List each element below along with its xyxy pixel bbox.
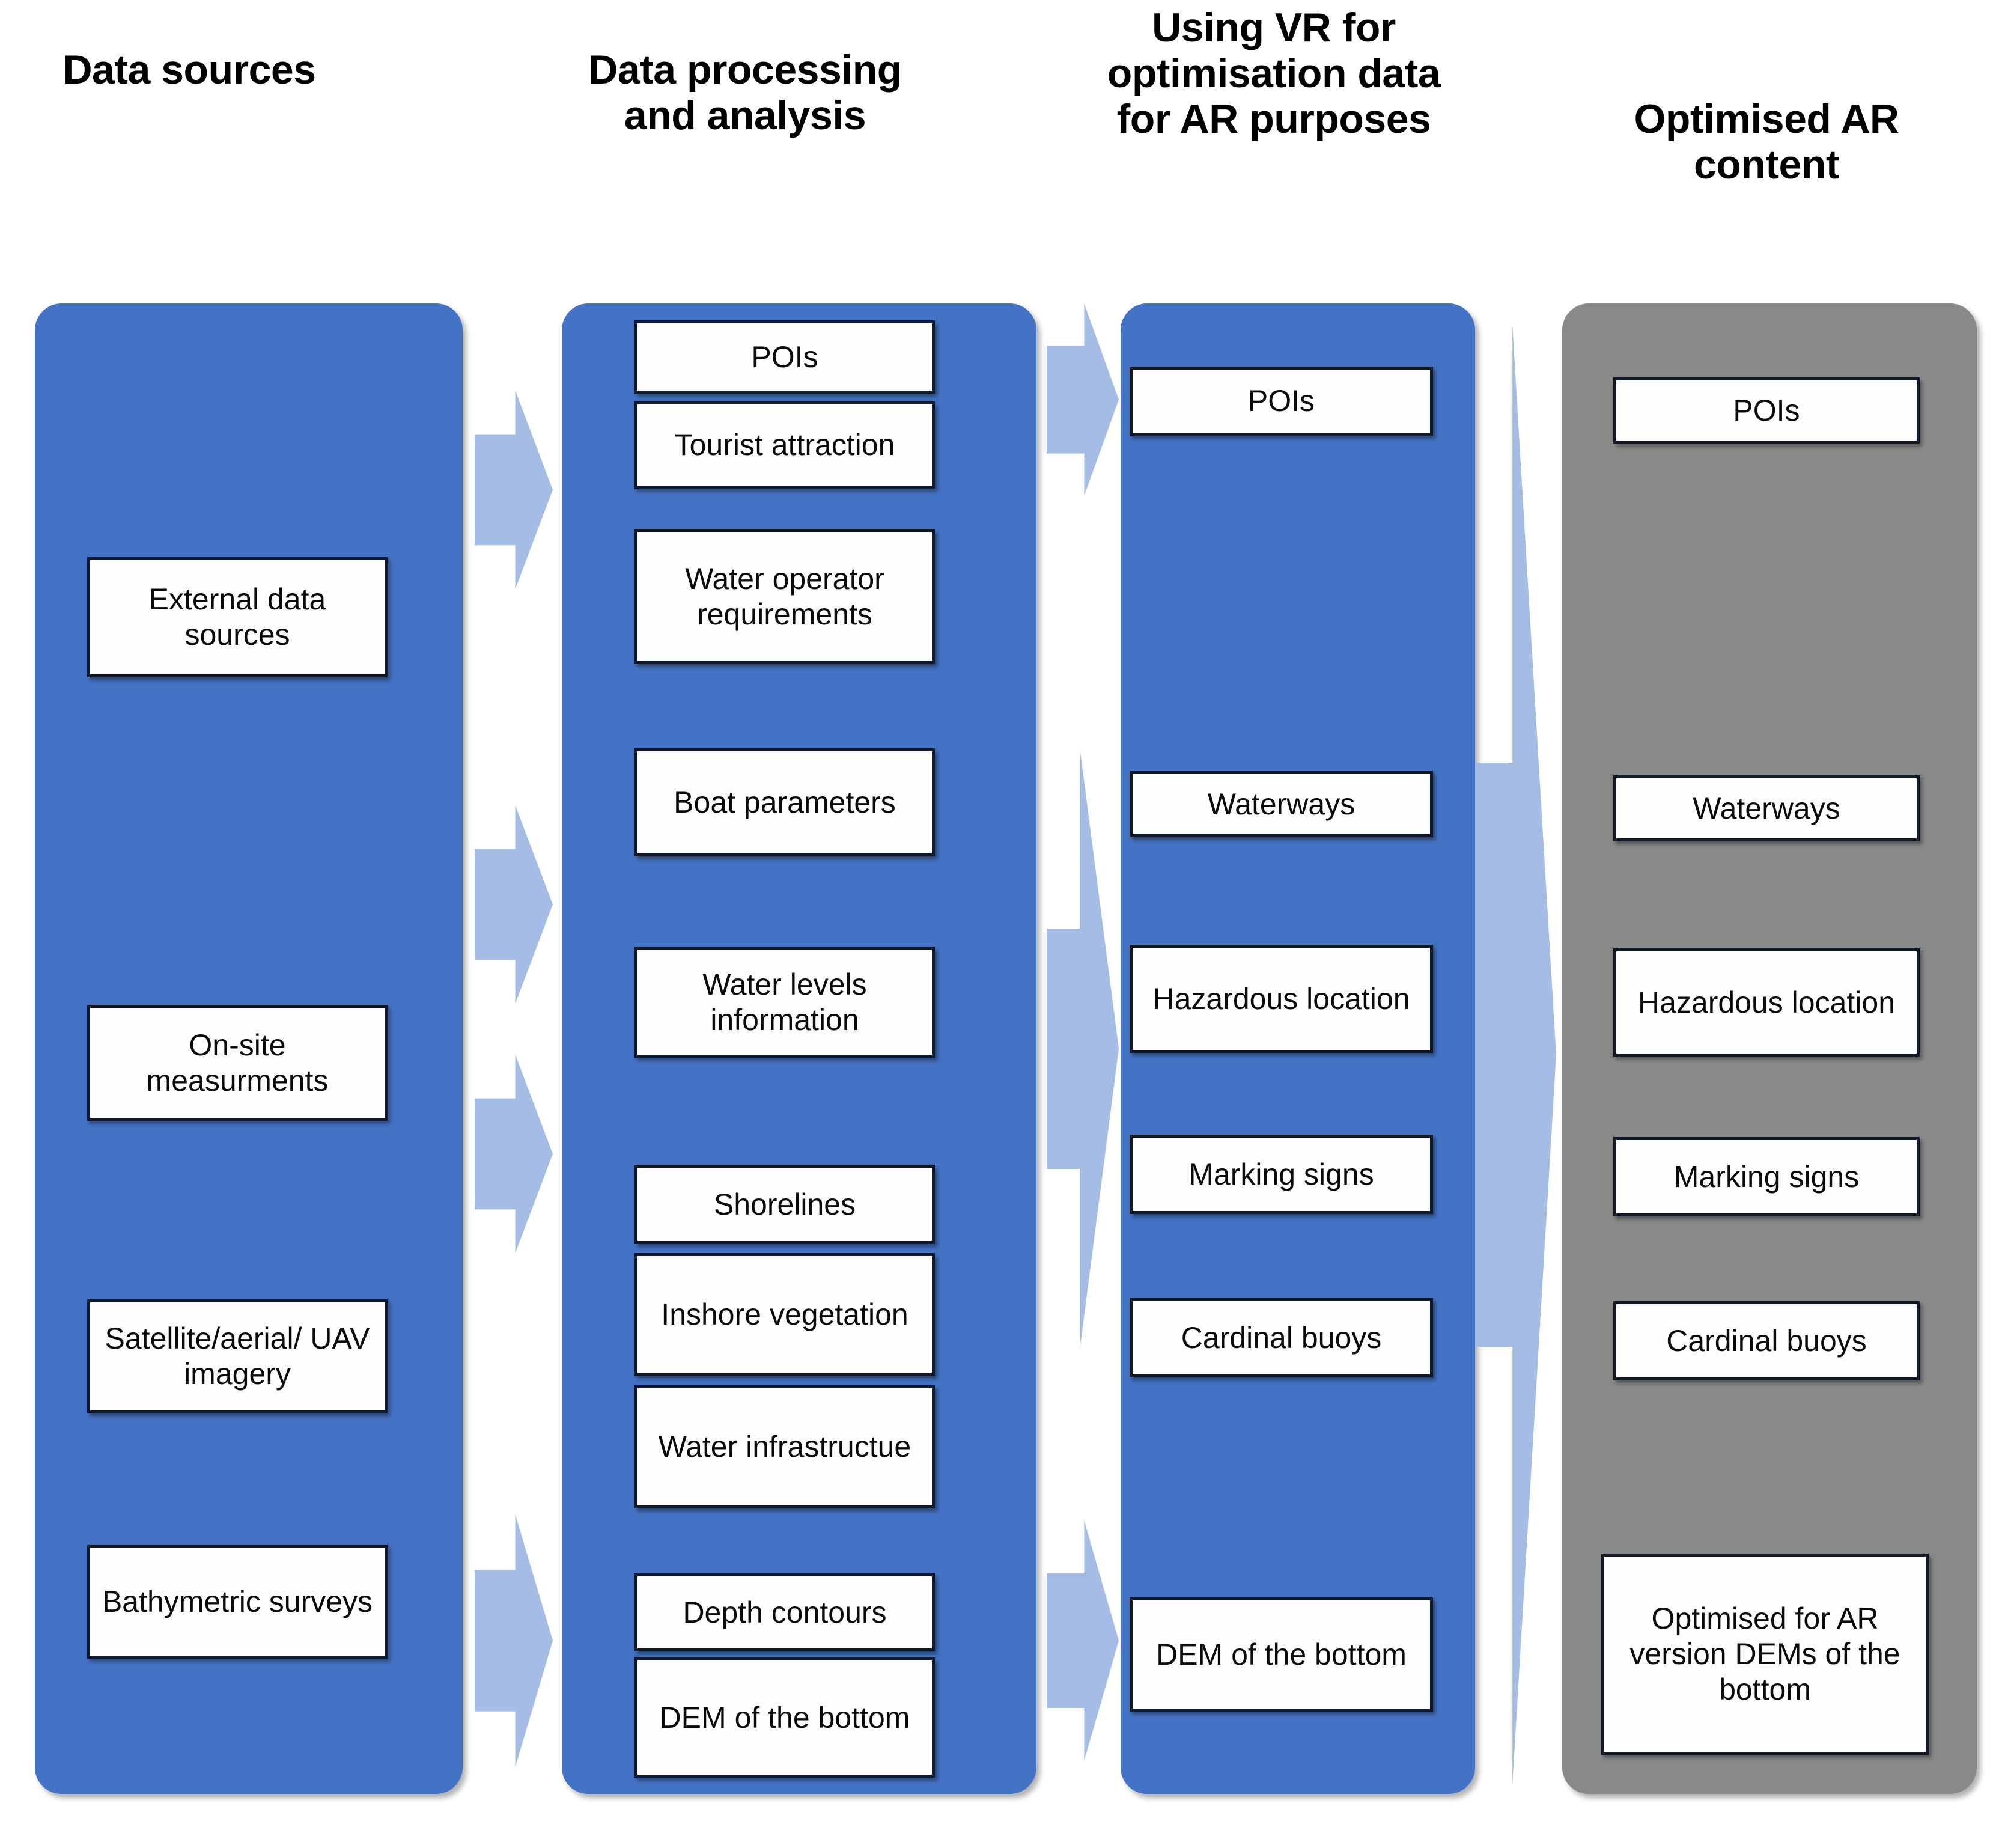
item-box-tourist-attraction[interactable]: Tourist attraction	[634, 401, 935, 489]
item-box-water-infrastructue[interactable]: Water infrastructue	[634, 1385, 935, 1508]
item-label: DEM of the bottom	[1156, 1637, 1407, 1671]
item-box-waterways-vr[interactable]: Waterways	[1130, 771, 1433, 837]
item-label: Waterways	[1207, 787, 1355, 821]
item-label: Cardinal buoys	[1181, 1320, 1382, 1355]
item-label: Water infrastructue	[658, 1430, 911, 1463]
item-label: Bathymetric surveys	[102, 1584, 373, 1618]
item-box-depth-contours[interactable]: Depth contours	[634, 1573, 935, 1651]
item-label: POIs	[751, 340, 818, 374]
item-box-on-site-measurments[interactable]: On-site measurments	[87, 1005, 388, 1121]
item-label: Hazardous location	[1152, 981, 1410, 1016]
item-label: Tourist attraction	[674, 428, 895, 462]
item-box-cardinal-buoys-vr[interactable]: Cardinal buoys	[1130, 1298, 1433, 1377]
item-label: Cardinal buoys	[1666, 1323, 1867, 1358]
item-label: External data sources	[148, 582, 326, 651]
item-box-pois-vr[interactable]: POIs	[1130, 367, 1433, 436]
item-box-inshore-vegetation[interactable]: Inshore vegetation	[634, 1253, 935, 1376]
arrow-sources-to-processing-2	[475, 805, 553, 1004]
arrow-processing-to-vr-3	[1047, 1520, 1119, 1761]
item-label: Marking signs	[1188, 1157, 1374, 1191]
item-box-hazardous-location-optimised[interactable]: Hazardous location	[1613, 948, 1920, 1057]
item-box-pois-processing[interactable]: POIs	[634, 320, 935, 394]
arrow-sources-to-processing-3	[475, 1055, 553, 1253]
item-label: Optimised for AR version DEMs of the bot…	[1629, 1602, 1900, 1706]
item-label: Water operator requirements	[685, 561, 884, 631]
column-heading-using-vr: Using VR for optimisation data for AR pu…	[1107, 5, 1441, 142]
item-label: Boat parameters	[674, 785, 896, 819]
column-heading-data-sources: Data sources	[62, 47, 316, 93]
item-label: Water levels information	[702, 967, 867, 1037]
item-label: Depth contours	[683, 1595, 887, 1629]
arrow-sources-to-processing-1	[475, 391, 553, 589]
item-box-cardinal-buoys-optimised[interactable]: Cardinal buoys	[1613, 1301, 1920, 1380]
item-box-pois-optimised[interactable]: POIs	[1613, 377, 1920, 444]
item-label: Marking signs	[1673, 1159, 1860, 1194]
item-box-marking-signs-vr[interactable]: Marking signs	[1130, 1135, 1433, 1214]
item-box-water-operator-requirements[interactable]: Water operator requirements	[634, 529, 935, 664]
item-box-water-levels-information[interactable]: Water levels information	[634, 947, 935, 1058]
item-box-dem-of-the-bottom-processing[interactable]: DEM of the bottom	[634, 1657, 935, 1778]
column-heading-data-processing: Data processing and analysis	[588, 47, 902, 139]
item-label: Waterways	[1693, 791, 1840, 825]
item-label: POIs	[1247, 384, 1315, 418]
item-label: Inshore vegetation	[661, 1298, 908, 1331]
arrow-processing-to-vr-2	[1047, 748, 1119, 1349]
arrow-processing-to-vr-1	[1047, 303, 1119, 496]
item-label: On-site measurments	[146, 1028, 329, 1097]
item-label: POIs	[1733, 393, 1800, 427]
item-label: DEM of the bottom	[659, 1700, 910, 1734]
item-box-optimised-for-ar-version-dems[interactable]: Optimised for AR version DEMs of the bot…	[1601, 1554, 1929, 1755]
item-box-dem-of-the-bottom-vr[interactable]: DEM of the bottom	[1130, 1597, 1433, 1712]
item-box-shorelines[interactable]: Shorelines	[634, 1165, 935, 1244]
arrow-vr-to-optimised-1	[1475, 325, 1556, 1785]
item-label: Hazardous location	[1637, 985, 1896, 1019]
item-label: Satellite/aerial/ UAV imagery	[105, 1322, 370, 1391]
item-box-satellite-aerial-uav-imagery[interactable]: Satellite/aerial/ UAV imagery	[87, 1299, 388, 1413]
item-box-bathymetric-surveys[interactable]: Bathymetric surveys	[87, 1545, 388, 1659]
item-box-boat-parameters[interactable]: Boat parameters	[634, 748, 935, 856]
column-heading-optimised-ar: Optimised AR content	[1634, 96, 1899, 188]
arrow-sources-to-processing-4	[475, 1514, 553, 1767]
item-box-hazardous-location-vr[interactable]: Hazardous location	[1130, 945, 1433, 1053]
item-label: Shorelines	[713, 1187, 856, 1221]
item-box-external-data-sources[interactable]: External data sources	[87, 557, 388, 677]
item-box-marking-signs-optimised[interactable]: Marking signs	[1613, 1137, 1920, 1216]
item-box-waterways-optimised[interactable]: Waterways	[1613, 775, 1920, 841]
